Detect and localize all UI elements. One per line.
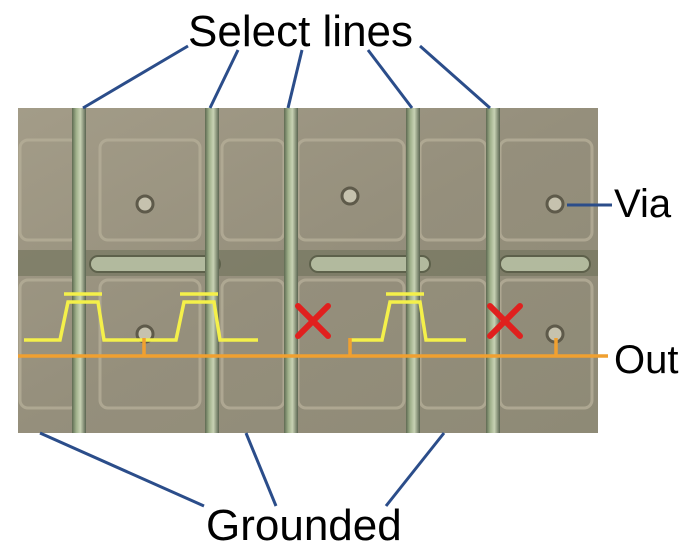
grounded-pointers [39,431,446,508]
select-lines-label: Select lines [188,7,414,56]
select-line-3 [284,108,298,433]
via-holes [135,186,565,344]
out-label: Out [614,338,679,382]
select-line-5 [486,108,500,433]
select-line-2 [205,108,219,433]
x-mark-icon [487,303,523,339]
select-line-pointers [82,44,491,110]
select-pulses [24,292,466,342]
gate-pads [89,255,591,273]
x-mark-icon [295,303,331,339]
via-label: Via [614,182,672,226]
select-line-4 [406,108,420,433]
grounded-label: Grounded [206,501,402,550]
select-line-1 [72,108,86,433]
output-line [18,338,608,358]
select-line-stripes [72,108,500,433]
